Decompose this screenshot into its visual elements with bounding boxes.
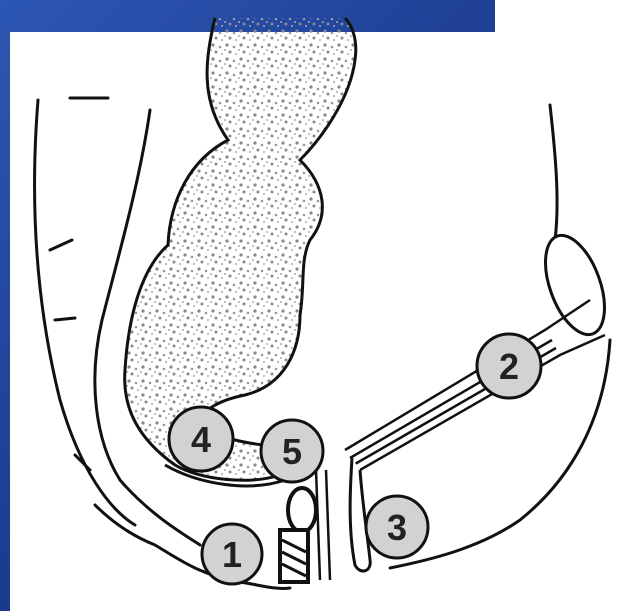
dash-mark-3	[55, 318, 75, 320]
marker-3-label: 3	[387, 507, 407, 548]
marker-1: 1	[202, 524, 262, 584]
marker-4-label: 4	[191, 419, 211, 460]
marker-2: 2	[477, 334, 541, 398]
marker-4: 4	[169, 407, 233, 471]
marker-5-label: 5	[282, 431, 302, 472]
marker-1-label: 1	[222, 534, 242, 575]
marker-3: 3	[366, 496, 428, 558]
marker-2-label: 2	[499, 346, 519, 387]
marker-5: 5	[261, 420, 323, 482]
sphincter-ring	[288, 488, 316, 532]
